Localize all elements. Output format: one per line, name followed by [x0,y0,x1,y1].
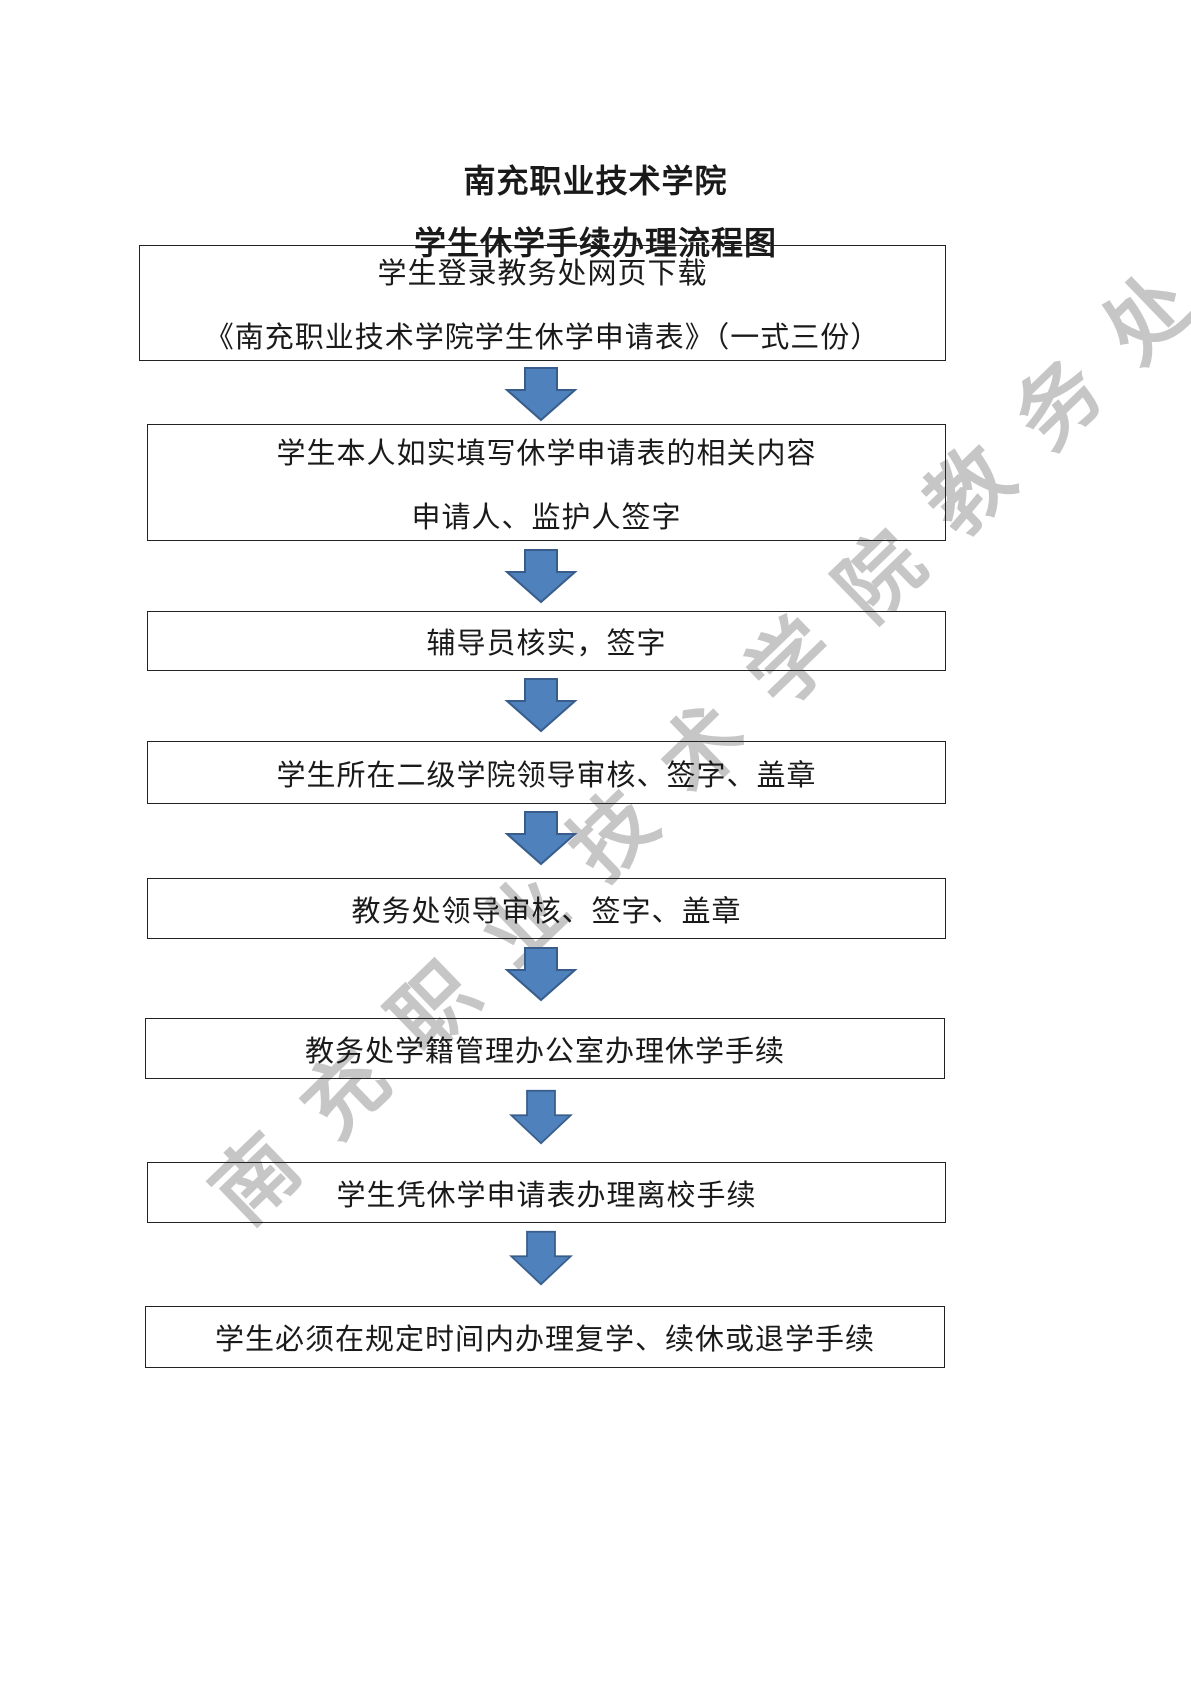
page-title-institution: 南充职业技术学院 [463,162,728,200]
flow-step-2-line-2: 申请人、监护人签字 [411,499,682,534]
flow-step-3: 辅导员核实，签字 [147,611,946,671]
down-arrow-icon [504,811,578,866]
flow-step-2: 学生本人如实填写休学申请表的相关内容 申请人、监护人签字 [147,424,946,541]
flow-step-5: 教务处领导审核、签字、盖章 [147,878,946,939]
flow-step-6-line-1: 教务处学籍管理办公室办理休学手续 [304,1033,785,1068]
down-arrow-icon [504,678,578,733]
flow-step-1-line-2: 《南充职业技术学院学生休学申请表》（一式三份） [204,320,881,354]
down-arrow-icon [509,1230,573,1286]
flow-step-8: 学生必须在规定时间内办理复学、续休或退学手续 [145,1306,945,1368]
flow-step-5-line-1: 教务处领导审核、签字、盖章 [351,893,742,928]
flow-step-3-line-1: 辅导员核实，签字 [426,626,667,660]
watermark-text: 南充职业技术学院教务处 [193,226,1191,1243]
flow-step-1: 学生登录教务处网页下载 《南充职业技术学院学生休学申请表》（一式三份） [139,245,946,361]
flow-step-1-line-1: 学生登录教务处网页下载 [377,256,708,290]
flow-step-8-line-1: 学生必须在规定时间内办理复学、续休或退学手续 [214,1322,875,1356]
down-arrow-icon [509,1089,573,1145]
down-arrow-icon [504,947,578,1002]
down-arrow-icon [504,549,578,604]
flow-step-4-line-1: 学生所在二级学院领导审核、签字、盖章 [276,757,817,792]
flow-step-7-line-1: 学生凭休学申请表办理离校手续 [336,1177,757,1212]
flow-step-6: 教务处学籍管理办公室办理休学手续 [145,1018,945,1079]
flow-step-4: 学生所在二级学院领导审核、签字、盖章 [147,741,946,804]
flow-step-2-line-1: 学生本人如实填写休学申请表的相关内容 [276,435,817,470]
page-title-flowchart: 学生休学手续办理流程图 [413,224,777,262]
down-arrow-icon [504,367,578,422]
flow-step-7: 学生凭休学申请表办理离校手续 [147,1162,946,1223]
